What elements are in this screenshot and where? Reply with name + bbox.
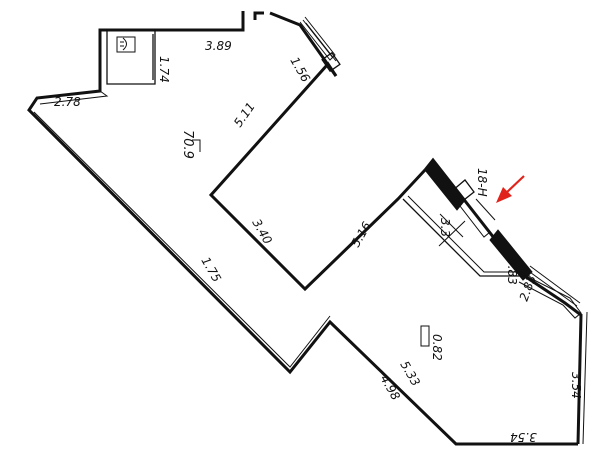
- dim-4.98: 4.98: [377, 373, 403, 403]
- dim-3.54-vertical: 3.54: [569, 372, 583, 399]
- dim-2.78: 2.78: [54, 95, 81, 109]
- dim-2.83: 2.83: [517, 273, 539, 303]
- dim-1.56: 1.56: [287, 55, 313, 85]
- label-18-H: 18-H: [475, 168, 489, 197]
- dim-0.82: 0.82: [430, 334, 444, 361]
- right-window: [518, 265, 582, 319]
- column-small: [420, 325, 430, 347]
- dim-3.3: 3.3: [438, 218, 452, 237]
- dim-3.89: 3.89: [205, 39, 232, 53]
- partition: [402, 195, 520, 277]
- dim-3.40: 3.40: [249, 217, 275, 247]
- column-icon: [424, 159, 533, 281]
- toilet-icon: [116, 36, 136, 53]
- dim-5.11: 5.11: [231, 100, 258, 130]
- dim-0.83: 0.83: [505, 258, 519, 285]
- bathroom-block: [106, 30, 156, 85]
- area-70.9: 70.9: [180, 130, 195, 159]
- dim-5.33: 5.33: [397, 359, 422, 389]
- area-marker: [192, 139, 201, 152]
- dim-5.16: 5.16: [348, 219, 374, 249]
- window-icon: [299, 16, 341, 73]
- pointer-arrow-icon: [496, 175, 525, 203]
- dim-3.54-horizontal: 3.54: [510, 430, 537, 444]
- dim-1.74: 1.74: [157, 56, 171, 83]
